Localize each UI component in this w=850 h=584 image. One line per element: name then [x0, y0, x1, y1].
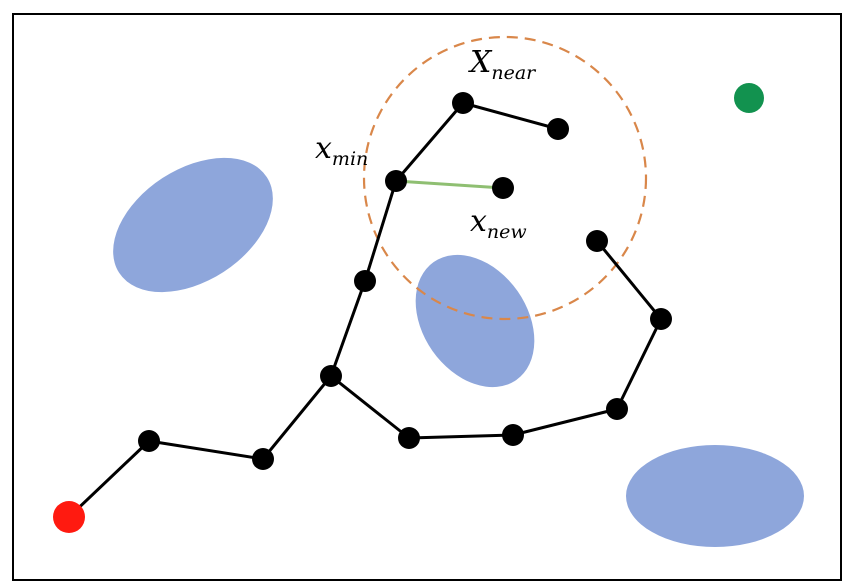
tree-node	[452, 92, 474, 114]
near-radius-circle	[362, 35, 648, 321]
obstacle-bottom-right	[626, 445, 804, 547]
tree-node	[138, 430, 160, 452]
new-edge	[395, 179, 504, 190]
obstacle-center	[415, 254, 535, 388]
tree-edge	[67, 439, 151, 519]
tree-node	[606, 398, 628, 420]
obstacle-top-left	[113, 157, 273, 293]
tree-node	[320, 365, 342, 387]
tree-edge	[329, 279, 367, 378]
tree-nodes	[138, 92, 672, 470]
tree-edge	[407, 433, 515, 440]
tree-edge	[461, 101, 560, 131]
tree-edge	[615, 317, 663, 411]
tree-edge	[261, 374, 333, 461]
tree-node	[586, 230, 608, 252]
tree-edges	[67, 101, 663, 519]
diagram-frame	[12, 13, 842, 581]
tree-node	[502, 424, 524, 446]
label-x-min: xmin	[315, 131, 368, 170]
tree-edge	[511, 407, 619, 437]
tree-edge	[394, 101, 465, 183]
node-x-min	[385, 170, 407, 192]
tree-edge	[147, 439, 265, 461]
label-x-new: xnew	[470, 204, 527, 243]
tree-edge	[363, 179, 398, 283]
node-x-new	[492, 177, 514, 199]
tree-node	[650, 308, 672, 330]
tree-node	[354, 270, 376, 292]
label-x-near: Xnear	[468, 45, 537, 84]
start-node	[53, 501, 85, 533]
tree-node	[547, 118, 569, 140]
tree-edge	[329, 374, 411, 440]
goal-node	[734, 83, 764, 113]
tree-node	[252, 448, 274, 470]
tree-node	[398, 427, 420, 449]
tree-edge	[595, 239, 663, 321]
